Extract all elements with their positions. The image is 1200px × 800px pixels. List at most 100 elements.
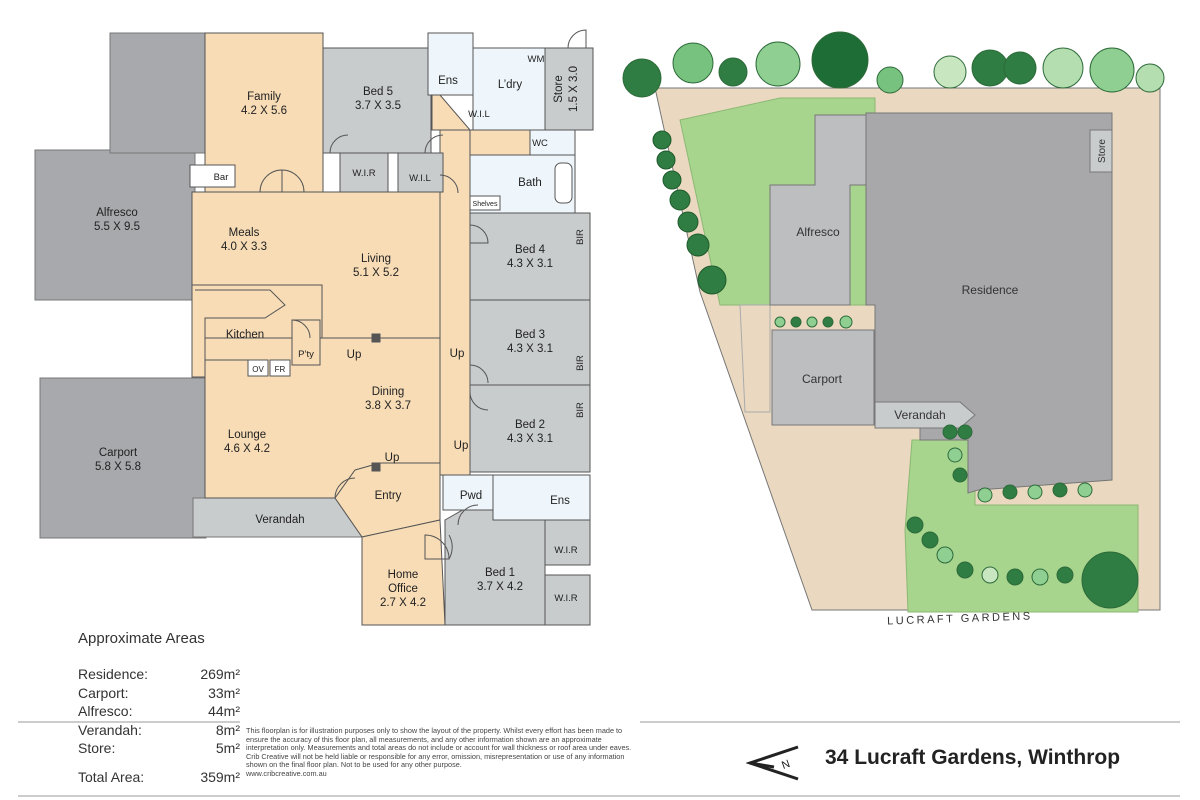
wir-label-bed5: W.I.R	[352, 168, 375, 179]
floorplan: Family 4.2 X 5.6 Bed 5 3.7 X 3.5 Alfresc…	[34, 29, 594, 626]
store-size: 1.5 X 3.0	[568, 66, 580, 112]
shrub	[1077, 482, 1093, 498]
verandah-label: Verandah	[255, 514, 304, 526]
door-bed5	[329, 134, 349, 154]
disclaimer: This floorplan is for illustration purpo…	[246, 726, 638, 779]
bed2-name: Bed 2	[515, 419, 545, 431]
shrub	[906, 516, 924, 534]
shrub	[652, 130, 672, 150]
door-bed2	[469, 391, 489, 411]
dining-size: 3.8 X 3.7	[365, 400, 411, 412]
tree	[672, 42, 714, 84]
dining-name: Dining	[372, 386, 405, 398]
bath-label: Bath	[518, 177, 542, 189]
wir-label-bed1-b: W.I.R	[554, 593, 577, 604]
shrub	[921, 531, 939, 549]
area-row: Residence:269m²	[78, 665, 240, 684]
siteplan: Alfresco Residence Store Carport Veranda…	[622, 31, 1165, 628]
bed1-name: Bed 1	[485, 567, 515, 579]
bir-label-bed2: BIR	[575, 402, 586, 418]
bir-label-bed3: BIR	[575, 355, 586, 371]
lounge-size: 4.6 X 4.2	[224, 443, 270, 455]
entry-label: Entry	[375, 490, 402, 502]
door-family	[259, 169, 283, 193]
shrub	[952, 467, 968, 483]
area-label: Verandah:	[78, 721, 142, 738]
bathtub	[554, 162, 573, 204]
step-marker	[371, 333, 381, 343]
wc	[529, 129, 576, 156]
area-label: Carport:	[78, 684, 129, 701]
bed1-size: 3.7 X 4.2	[477, 581, 523, 593]
hedge-left	[652, 130, 727, 295]
shelves	[469, 195, 501, 211]
north-label: N	[780, 758, 792, 772]
tree	[933, 55, 967, 89]
fridge-label: FR	[275, 365, 286, 374]
shrub	[1056, 566, 1074, 584]
tree	[1042, 47, 1084, 89]
ens-label: Ens	[438, 75, 458, 87]
area-label: Residence:	[78, 666, 149, 682]
bar-bench	[189, 164, 236, 188]
home-office-word2: Office	[388, 583, 418, 595]
door-wil	[439, 174, 459, 194]
bed4-name: Bed 4	[515, 244, 546, 256]
corridor	[439, 129, 471, 476]
store-name: Store	[553, 75, 565, 103]
area-value: 5m²	[215, 740, 240, 756]
area-row: Verandah:8m²	[78, 721, 240, 740]
total-area-value: 359m²	[200, 768, 240, 785]
meals-name: Meals	[229, 227, 260, 239]
bed3-size: 4.3 X 3.1	[507, 343, 553, 355]
living-size: 5.1 X 5.2	[353, 267, 399, 279]
carport-size: 5.8 X 5.8	[95, 461, 141, 473]
shrub	[1006, 568, 1024, 586]
residence-roof	[865, 112, 1113, 494]
shrub	[677, 211, 699, 233]
shrub	[839, 315, 853, 329]
tree	[811, 31, 869, 89]
bed5-name: Bed 5	[363, 86, 393, 98]
step-marker-2	[371, 462, 381, 472]
door-bed1	[457, 504, 479, 526]
area-row: Store: 5m²	[78, 739, 240, 758]
door-wir	[424, 134, 444, 154]
area-row: Alfresco: 44m²	[78, 702, 240, 721]
wil-label-upper: W.I.L	[468, 109, 490, 120]
shrub	[669, 189, 691, 211]
site-residence-label: Residence	[962, 283, 1019, 297]
shelves-label: Shelves	[473, 201, 498, 208]
door-bed3	[469, 364, 489, 384]
approximate-areas: Approximate Areas Residence:269m² Carpor…	[78, 630, 240, 786]
tree	[1089, 47, 1135, 93]
shrub	[697, 265, 727, 295]
pwd-label: Pwd	[460, 490, 482, 502]
area-label: Store:	[78, 740, 116, 756]
alfresco-area-top	[109, 32, 206, 154]
street-name: LUCRAFT GARDENS	[887, 610, 1033, 627]
shrub	[947, 447, 963, 463]
area-row: Carport:33m²	[78, 684, 240, 703]
bed3-room	[469, 299, 591, 386]
store-roof	[1089, 129, 1113, 173]
carport-name: Carport	[99, 447, 138, 459]
alfresco-area-left	[34, 149, 196, 301]
area-value: 44m²	[208, 703, 240, 719]
website-link[interactable]: www.cribcreative.com.au	[246, 768, 327, 778]
alfresco-name: Alfresco	[96, 207, 138, 219]
up-label-dining: Up	[347, 349, 362, 361]
bed3-name: Bed 3	[515, 329, 545, 341]
shrub	[977, 487, 993, 503]
shrub	[957, 424, 973, 440]
shrub	[1052, 482, 1068, 498]
door-family-2	[281, 169, 305, 193]
areas-heading: Approximate Areas	[78, 630, 205, 647]
area-label: Alfresco:	[78, 703, 133, 719]
ens-label-bed1: Ens	[550, 495, 570, 507]
oven	[247, 359, 269, 377]
bed5-size: 3.7 X 3.5	[355, 100, 401, 112]
alfresco-size: 5.5 X 9.5	[94, 221, 140, 233]
wir-bed1-a	[544, 519, 591, 566]
